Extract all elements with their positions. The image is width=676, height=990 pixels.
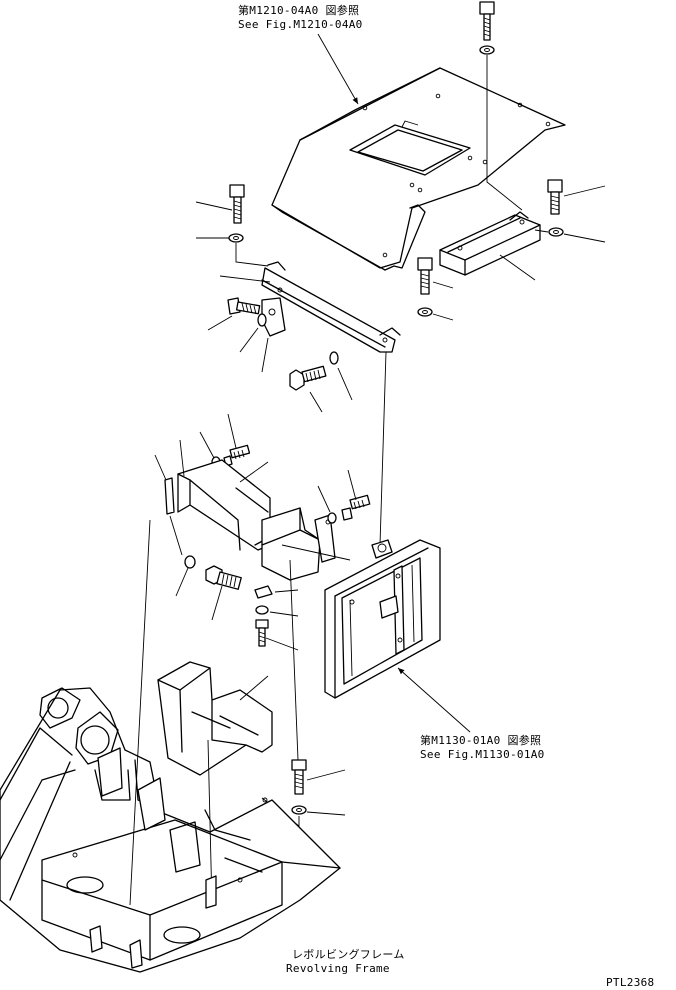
ref-right-en: See Fig.M1130-01A0 [420,748,545,761]
bolt-right [534,179,606,243]
ref-right-jp: 第M1130-01A0 図参照 [420,734,542,747]
ref-right-arrow [397,667,471,733]
revolving-frame [0,687,341,973]
bolt-middle [289,257,454,413]
bolt-lower-left [175,555,242,621]
bracket-stand [157,661,273,776]
lower-bracket-box [261,507,351,581]
hinge-bracket [207,297,286,373]
bolt-top-right [479,1,523,211]
ref-top-jp: 第M1210-04A0 図参照 [238,4,360,17]
ref-top-arrow [317,33,359,105]
right-angle-bracket [439,211,541,281]
small-bolt-cluster [199,413,251,468]
drawing-code: PTL2368 [606,976,655,989]
bolt-mid-right [317,469,371,524]
hinge-bar [219,261,401,353]
ref-top-en: See Fig.M1210-04A0 [238,18,363,31]
small-fasteners-center [254,585,299,651]
side-strip-left [154,454,183,556]
top-cover-plate [271,67,566,271]
frame-label-en: Revolving Frame [286,962,390,975]
bolt-left-upper [195,184,269,267]
cover-box-left [177,439,271,551]
right-frame-panel [324,539,441,699]
frame-label-jp: レボルビングフレーム [292,948,405,961]
